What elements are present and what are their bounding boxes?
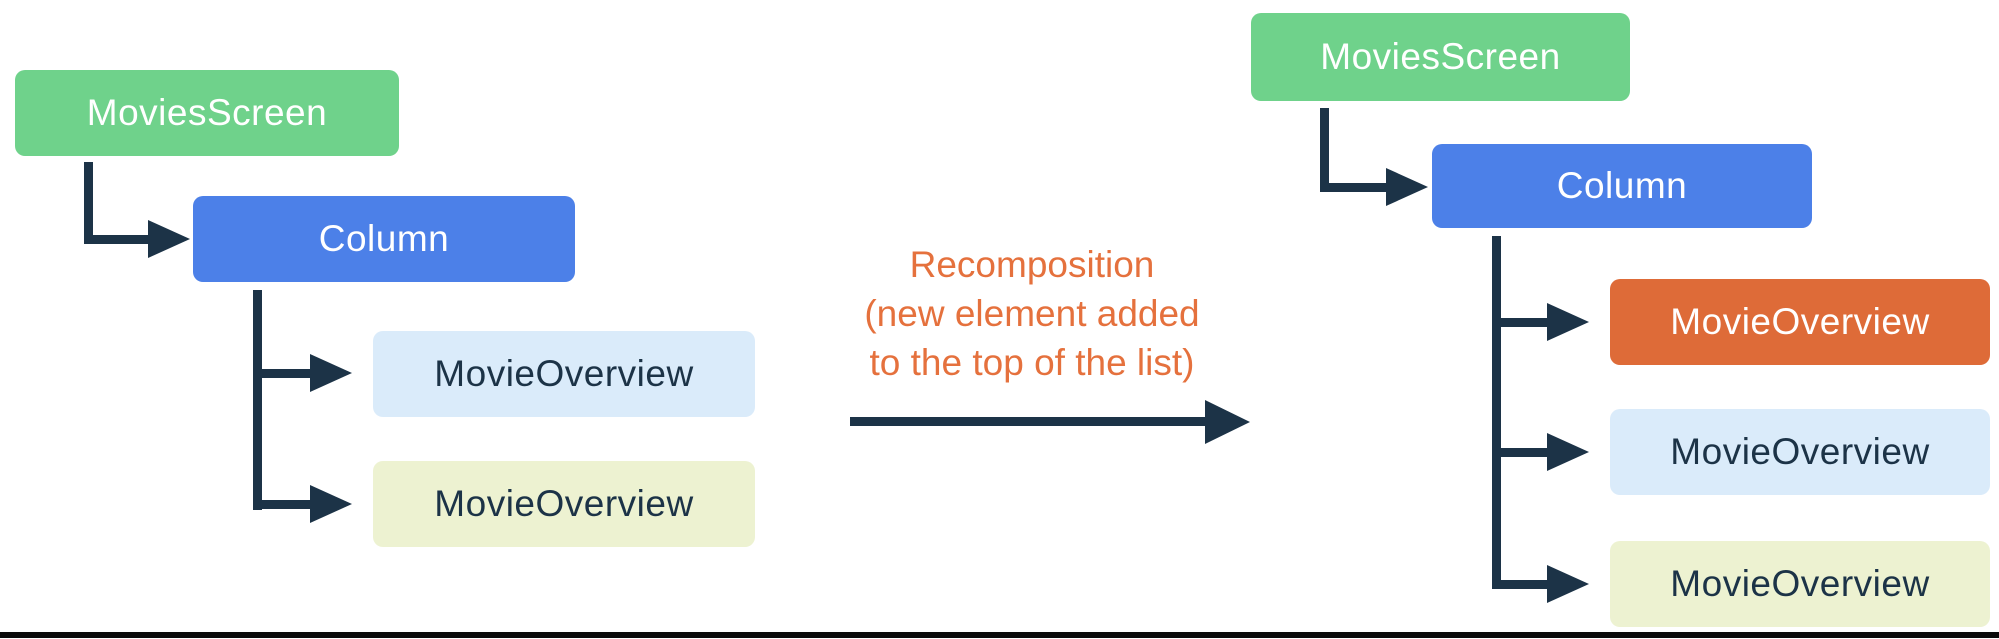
right-movieoverview-node-new: MovieOverview (1610, 279, 1990, 365)
left-movieoverview-label-1: MovieOverview (434, 353, 694, 394)
right-moviesscreen-node: MoviesScreen (1251, 13, 1630, 101)
right-branch2-arrowhead-icon (1547, 433, 1589, 471)
left-moviesscreen-node: MoviesScreen (15, 70, 399, 156)
right-movieoverview-label-new: MovieOverview (1670, 301, 1930, 342)
bottom-border-rule (0, 632, 1999, 638)
left-branch1-connector (253, 369, 313, 378)
right-column-label: Column (1556, 165, 1688, 206)
right-branch3-arrowhead-icon (1547, 565, 1589, 603)
transition-arrow-shaft (850, 417, 1205, 426)
left-root-arrowhead-icon (148, 220, 190, 258)
transition-caption-line3: to the top of the list) (869, 342, 1195, 383)
left-branch2-arrowhead-icon (310, 485, 352, 523)
right-root-connector-horizontal (1320, 183, 1386, 192)
left-root-connector-vertical (84, 162, 93, 244)
right-column-connector-vertical (1492, 236, 1501, 588)
left-movieoverview-node-2: MovieOverview (373, 461, 755, 547)
right-branch1-arrowhead-icon (1547, 303, 1589, 341)
left-column-connector-vertical (253, 290, 262, 510)
transition-caption-line1: Recomposition (909, 244, 1155, 285)
right-branch1-connector (1492, 318, 1547, 327)
right-root-arrowhead-icon (1386, 168, 1428, 206)
right-column-node: Column (1432, 144, 1812, 228)
left-root-connector-horizontal (84, 235, 148, 244)
right-movieoverview-node-2: MovieOverview (1610, 409, 1990, 495)
left-branch2-connector (253, 500, 313, 509)
left-moviesscreen-label: MoviesScreen (86, 92, 328, 133)
transition-arrowhead-icon (1205, 400, 1250, 444)
left-column-label: Column (318, 218, 450, 259)
left-column-node: Column (193, 196, 575, 282)
left-movieoverview-node-1: MovieOverview (373, 331, 755, 417)
transition-caption: Recomposition (new element added to the … (810, 240, 1254, 387)
transition-caption-line2: (new element added (864, 293, 1200, 334)
right-movieoverview-label-3: MovieOverview (1670, 563, 1930, 604)
left-branch1-arrowhead-icon (310, 354, 352, 392)
right-moviesscreen-label: MoviesScreen (1320, 36, 1561, 77)
right-root-connector-vertical (1320, 108, 1329, 192)
left-movieoverview-label-2: MovieOverview (434, 483, 694, 524)
right-movieoverview-node-3: MovieOverview (1610, 541, 1990, 627)
right-branch2-connector (1492, 448, 1547, 457)
right-branch3-connector (1492, 580, 1547, 589)
right-movieoverview-label-2: MovieOverview (1670, 431, 1930, 472)
